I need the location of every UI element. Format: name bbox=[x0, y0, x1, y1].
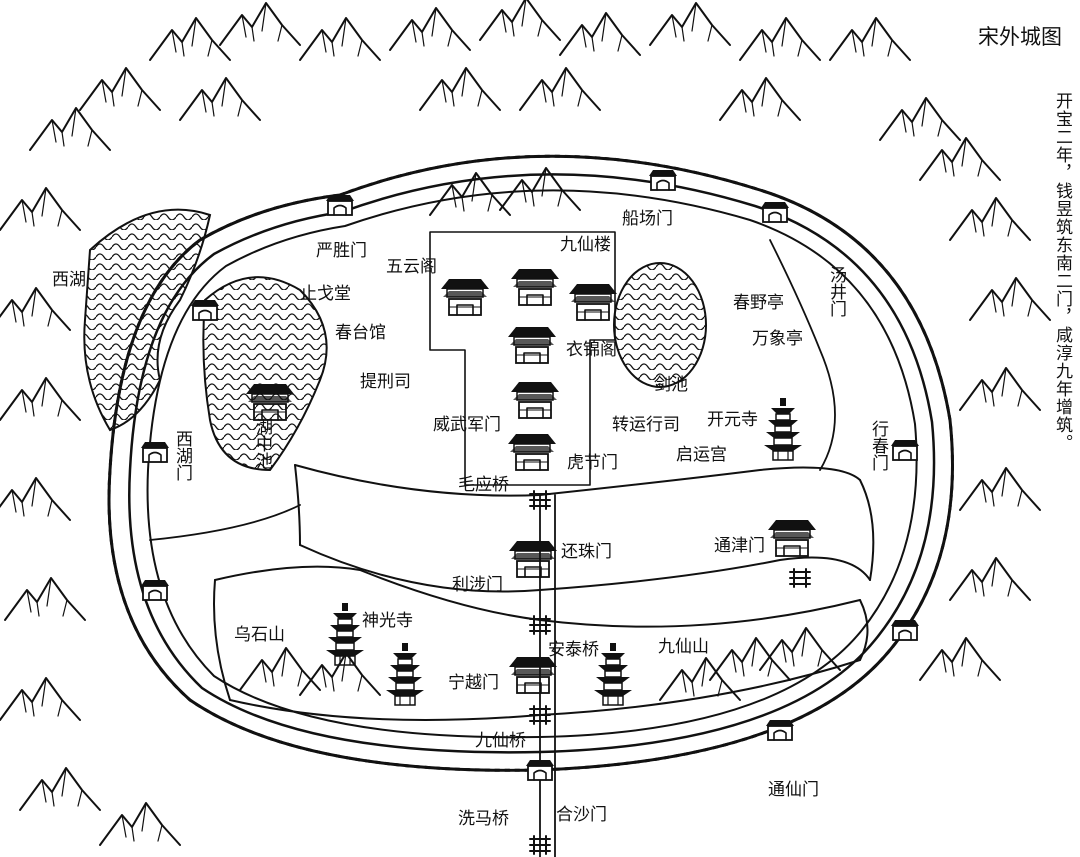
west-lake-water bbox=[83, 208, 212, 432]
label-jianchi: 剑池 bbox=[654, 375, 688, 395]
gate-tangjingmen bbox=[760, 201, 790, 223]
label-hujiemen: 虎节门 bbox=[567, 453, 618, 473]
map-note: 开宝二年，钱昱筑东南二门，咸淳九年增筑。 bbox=[1052, 92, 1073, 452]
label-zhigetang: 止戈堂 bbox=[300, 284, 351, 304]
sword-pool-water bbox=[613, 262, 707, 388]
label-yanshengmen: 严胜门 bbox=[316, 241, 367, 261]
gate-tongxianmen bbox=[765, 719, 795, 741]
gate-yanshengmen bbox=[325, 194, 355, 216]
label-zhuanyunxingsi: 转运行司 bbox=[612, 415, 680, 435]
label-tangjingmen: 汤井门 bbox=[826, 266, 847, 318]
inner-lake-water bbox=[202, 276, 328, 472]
label-qiyungong: 启运宫 bbox=[676, 445, 727, 465]
label-tongjinmen: 通津门 bbox=[714, 536, 765, 556]
label-kaiyuansi: 开元寺 bbox=[707, 410, 758, 430]
gate-east-south bbox=[890, 619, 920, 641]
label-xihumen: 西湖门 bbox=[172, 430, 193, 482]
label-shenguangsi: 神光寺 bbox=[362, 611, 413, 631]
gate-chuanchangmen bbox=[648, 169, 678, 191]
gate-heshamen bbox=[525, 759, 555, 781]
label-ximaqiao: 洗马桥 bbox=[458, 809, 509, 829]
label-jiuxianqiao: 九仙桥 bbox=[475, 731, 526, 751]
label-xihu: 西湖 bbox=[52, 270, 86, 290]
gate-west-south bbox=[140, 579, 170, 601]
gate-xihumen bbox=[140, 441, 170, 463]
label-jiuxianshan: 九仙山 bbox=[658, 637, 709, 657]
bridge-maoyingqiao bbox=[529, 490, 551, 510]
bridge-jiuxianqiao bbox=[529, 705, 551, 725]
label-inner-lake: 湖中池 bbox=[252, 418, 273, 469]
label-xingchunmen: 行春门 bbox=[868, 420, 889, 472]
label-yijinge: 衣锦阁 bbox=[566, 340, 617, 360]
map-title: 宋外城图 bbox=[978, 25, 1062, 49]
label-chuntaiguan: 春台馆 bbox=[335, 323, 386, 343]
yamen-compound-outline bbox=[429, 231, 616, 486]
label-tixingsi: 提刑司 bbox=[360, 372, 411, 392]
label-maoyingqiao: 毛应桥 bbox=[458, 475, 509, 495]
label-heshamen: 合沙门 bbox=[556, 805, 607, 825]
label-jiuxianlou: 九仙楼 bbox=[560, 235, 611, 255]
label-tongxianmen: 通仙门 bbox=[768, 780, 819, 800]
label-weiwujunmen: 威武军门 bbox=[433, 415, 501, 435]
label-antaiqiao: 安泰桥 bbox=[548, 640, 599, 660]
label-chuanchangmen: 船场门 bbox=[622, 209, 673, 229]
bridge-east bbox=[789, 568, 811, 588]
bridge-antaiqiao bbox=[529, 615, 551, 635]
label-lishamen: 利涉门 bbox=[452, 575, 503, 595]
bridge-ximaqiao bbox=[529, 835, 551, 855]
gate-northwest bbox=[190, 299, 220, 321]
label-huanzhumen: 还珠门 bbox=[561, 542, 612, 562]
label-chunyeting: 春野亭 bbox=[733, 293, 784, 313]
label-wuyunge: 五云阁 bbox=[386, 257, 437, 277]
label-wushishan: 乌石山 bbox=[234, 625, 285, 645]
gate-xingchunmen bbox=[890, 439, 920, 461]
label-wanxiangting: 万象亭 bbox=[752, 329, 803, 349]
label-ningyuemen: 宁越门 bbox=[448, 673, 499, 693]
